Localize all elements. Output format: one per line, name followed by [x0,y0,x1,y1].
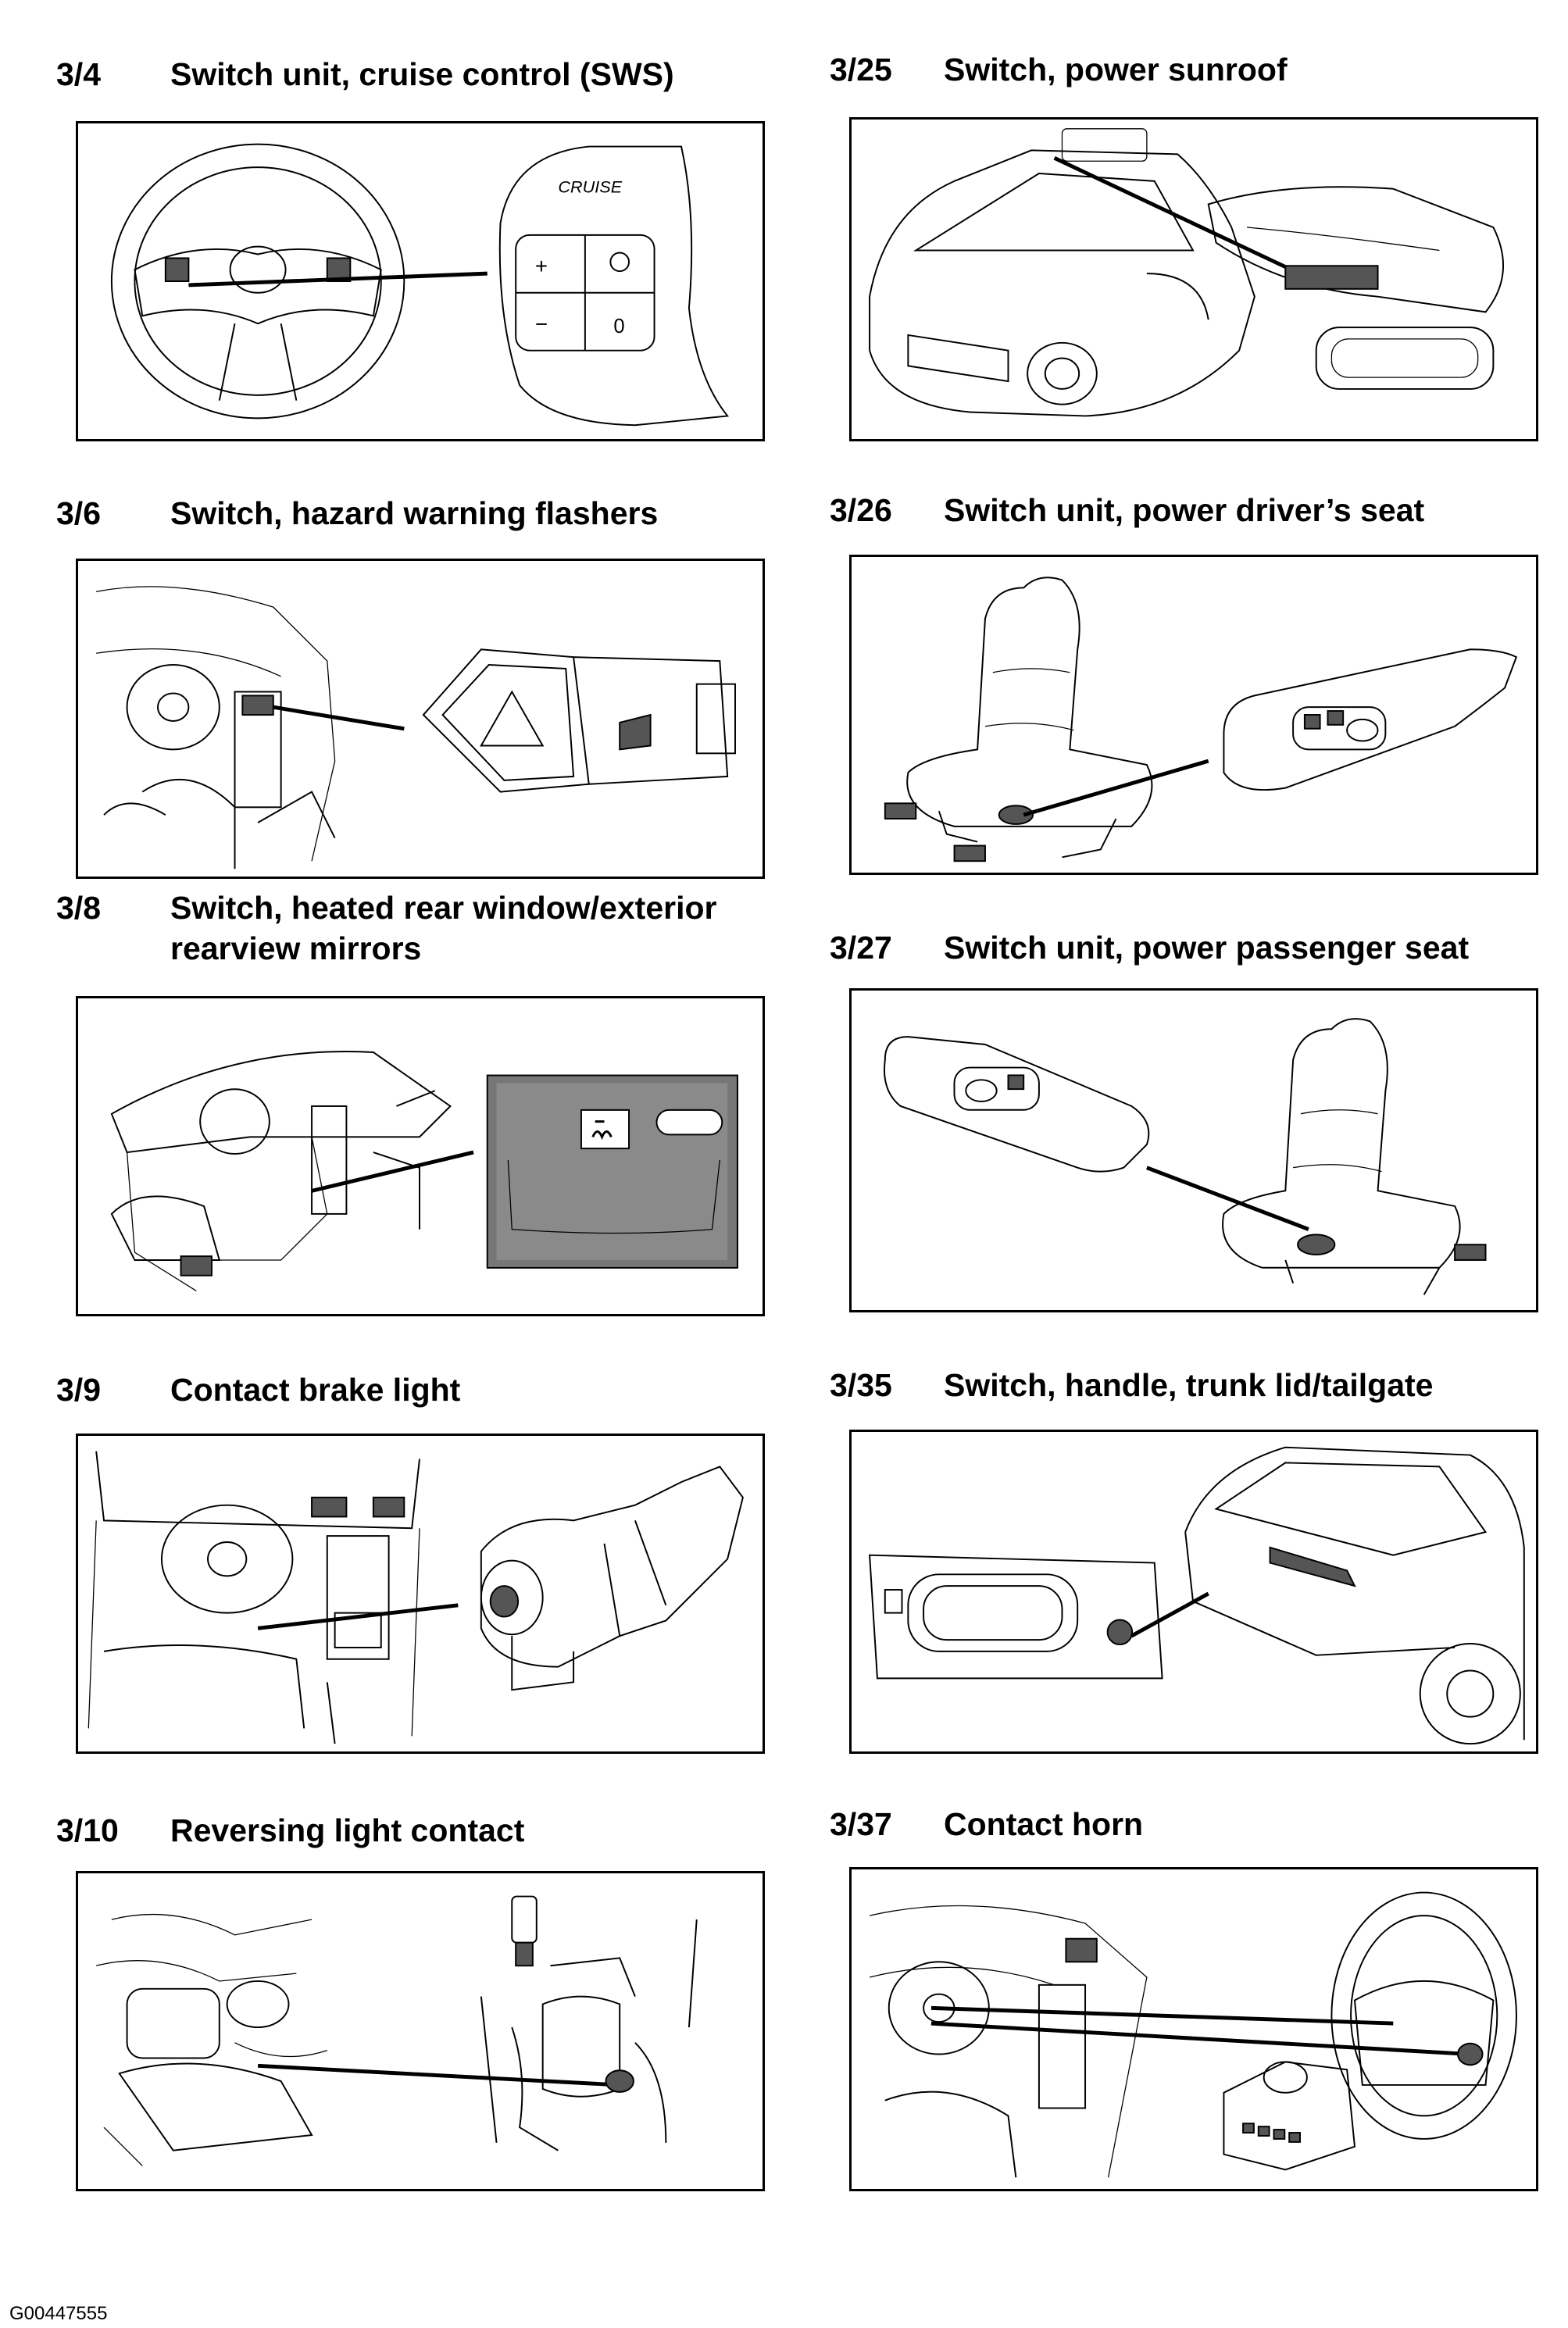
illustration-hazard-switch [76,559,765,879]
cruise-label: CRUISE [558,177,622,197]
passenger-seat-drawing [884,1018,1487,1295]
section-title: Switch unit, power passenger seat [944,930,1470,966]
section-number: 3/37 [830,1806,892,1842]
document-code: G00447555 [9,2303,108,2324]
illustration-cruise-control-switch: CRUISE + − 0 [76,121,765,441]
section-number: 3/25 [830,52,892,87]
illustration-heated-rear-window-switch [76,996,765,1316]
section-title: Switch, hazard warning flashers [170,495,659,531]
section-title-line2: rearview mirrors [170,930,422,966]
illustration-horn-contact [849,1867,1538,2191]
section-title: Switch, power sunroof [944,52,1288,87]
section-number: 3/35 [830,1367,892,1403]
section-number: 3/26 [830,492,892,528]
section-number: 3/4 [56,56,101,92]
illustration-passenger-seat-switch [849,988,1538,1312]
cruise-switch-drawing: CRUISE + − 0 [110,143,730,427]
section-title: Switch unit, power driver’s seat [944,492,1425,528]
sunroof-switch-drawing [869,128,1505,417]
section-title: Switch, heated rear window/exterior [170,890,717,926]
heated-window-drawing [110,1051,738,1291]
illustration-brake-light-contact [76,1434,765,1754]
svg-text:+: + [535,254,548,278]
illustration-reversing-light-contact [76,1871,765,2191]
section-number: 3/8 [56,890,101,926]
illustration-driver-seat-switch [849,555,1538,875]
hazard-switch-drawing [96,586,736,869]
svg-text:0: 0 [613,316,624,337]
horn-contact-drawing [869,1891,1517,2178]
svg-text:−: − [535,312,548,336]
section-title: Reversing light contact [170,1812,525,1848]
section-number: 3/27 [830,930,892,966]
section-number: 3/6 [56,495,101,531]
section-title: Switch, handle, trunk lid/tailgate [944,1367,1434,1403]
reversing-light-drawing [96,1895,698,2166]
illustration-power-sunroof-switch [849,117,1538,441]
driver-seat-drawing [884,577,1518,862]
section-number: 3/10 [56,1812,119,1848]
illustration-tailgate-handle-switch [849,1430,1538,1754]
section-number: 3/9 [56,1372,101,1408]
section-title: Contact brake light [170,1372,461,1408]
section-title: Contact horn [944,1806,1144,1842]
section-title: Switch unit, cruise control (SWS) [170,56,674,92]
tailgate-drawing [869,1446,1525,1745]
brake-light-drawing [88,1451,744,1744]
